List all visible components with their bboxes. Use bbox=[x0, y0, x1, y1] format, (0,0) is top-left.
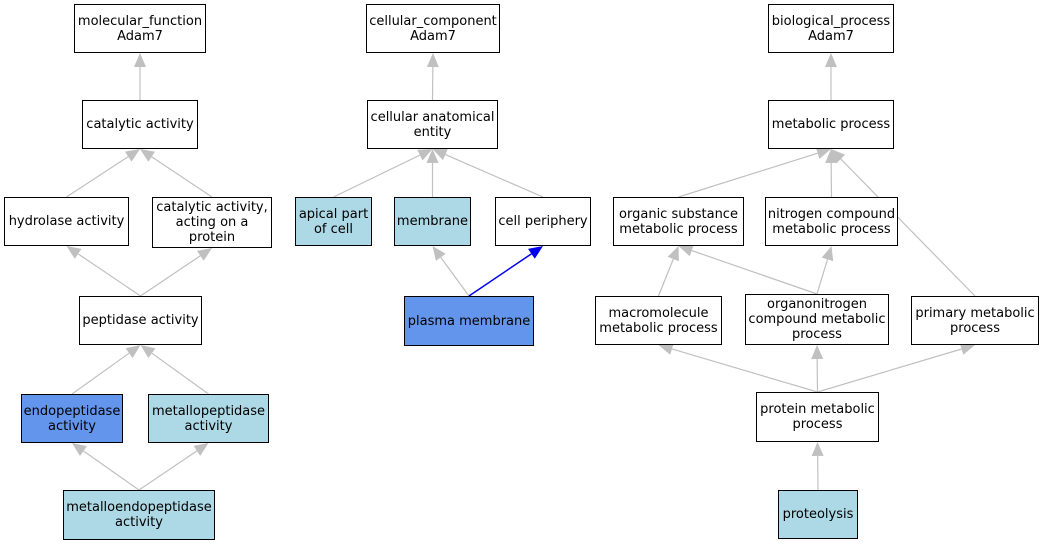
arrowhead-metalloendopeptidase-to-endopeptidase bbox=[72, 443, 87, 456]
node-proteolysis[interactable]: proteolysis bbox=[778, 490, 858, 539]
node-protein-metabolic-process[interactable]: protein metabolic process bbox=[756, 392, 879, 442]
arrowhead-proteolysis-to-protein_metabolic bbox=[811, 442, 824, 457]
edge-peptidase-to-hydrolase bbox=[77, 253, 141, 297]
arrowhead-metalloendopeptidase-to-metallopeptidase bbox=[193, 443, 209, 456]
arrowhead-catalytic-to-mf_root bbox=[134, 53, 146, 67]
node-organic-substance-metabolic-process[interactable]: organic substance metabolic process bbox=[613, 197, 744, 246]
node-catalytic-activity[interactable]: catalytic activity bbox=[82, 100, 198, 149]
arrowhead-catalytic_protein-to-catalytic bbox=[140, 149, 155, 162]
arrowhead-anatomical-to-cc_root bbox=[426, 53, 439, 68]
node-primary-metabolic-process[interactable]: primary metabolic process bbox=[911, 296, 1039, 345]
node-nitrogen-compound-metabolic-process[interactable]: nitrogen compound metabolic process bbox=[765, 197, 898, 246]
node-hydrolase-activity[interactable]: hydrolase activity bbox=[4, 197, 129, 246]
node-apical-part-of-cell[interactable]: apical part of cell bbox=[295, 197, 372, 246]
node-metabolic-process[interactable]: metabolic process bbox=[768, 100, 894, 149]
arrowhead-endopeptidase-to-peptidase bbox=[125, 345, 141, 359]
arrowhead-organic-to-metabolic bbox=[815, 147, 831, 159]
arrowhead-nitrogen-to-metabolic bbox=[825, 149, 838, 164]
node-cellular-anatomical-entity[interactable]: cellular anatomical entity bbox=[367, 100, 498, 149]
node-biological-process-root[interactable]: biological_process Adam7 bbox=[768, 4, 894, 53]
edge-organonitrogen-to-nitrogen bbox=[816, 259, 829, 295]
arrowhead-macromolecule-to-organic bbox=[667, 246, 679, 262]
edge-protein_metabolic-to-primary bbox=[817, 348, 962, 393]
edge-endopeptidase-to-peptidase bbox=[71, 352, 130, 395]
arrowhead-metabolic-to-bp_root bbox=[825, 53, 837, 67]
edge-macromolecule-to-organic bbox=[657, 258, 674, 297]
node-cell-periphery[interactable]: cell periphery bbox=[495, 197, 591, 246]
node-macromolecule-metabolic-process[interactable]: macromolecule metabolic process bbox=[595, 296, 722, 345]
arrowhead-metallopeptidase-to-peptidase bbox=[140, 345, 156, 359]
arrowhead-protein_metabolic-to-primary bbox=[959, 343, 975, 355]
node-cellular-component-root[interactable]: cellular_component Adam7 bbox=[366, 4, 500, 53]
arrowhead-membrane-to-anatomical bbox=[426, 149, 439, 163]
arrowhead-organonitrogen-to-organic bbox=[678, 244, 694, 257]
arrowhead-apical-to-anatomical bbox=[417, 149, 433, 161]
edge-periphery-to-anatomical bbox=[445, 154, 544, 198]
arrowhead-peptidase-to-catalytic_protein bbox=[197, 248, 212, 261]
edge-plasma-to-periphery bbox=[468, 253, 532, 297]
arrowhead-protein_metabolic-to-macromolecule bbox=[658, 343, 674, 355]
edge-plasma-to-membrane bbox=[440, 256, 470, 297]
edge-organic-to-metabolic bbox=[678, 152, 818, 198]
arrowhead-primary-to-metabolic bbox=[831, 149, 846, 164]
edge-metallopeptidase-to-peptidase bbox=[151, 352, 209, 395]
node-metallopeptidase-activity[interactable]: metallopeptidase activity bbox=[148, 394, 269, 443]
arrowhead-hydrolase-to-catalytic bbox=[124, 149, 140, 162]
arrowhead-peptidase-to-hydrolase bbox=[66, 246, 82, 259]
edge-peptidase-to-catalytic_protein bbox=[140, 255, 201, 297]
node-metalloendopeptidase-activity[interactable]: metalloendopeptidase activity bbox=[63, 490, 215, 540]
node-plasma-membrane[interactable]: plasma membrane bbox=[404, 296, 534, 346]
node-molecular-function-root[interactable]: molecular_function Adam7 bbox=[74, 4, 206, 53]
arrowhead-protein_metabolic-to-organonitrogen bbox=[811, 345, 824, 360]
arrowhead-periphery-to-anatomical bbox=[432, 149, 448, 161]
edge-hydrolase-to-catalytic bbox=[66, 156, 129, 198]
node-endopeptidase-activity[interactable]: endopeptidase activity bbox=[21, 394, 123, 443]
edge-protein_metabolic-to-macromolecule bbox=[671, 348, 818, 393]
node-membrane[interactable]: membrane bbox=[394, 197, 471, 246]
arrowhead-organonitrogen-to-nitrogen bbox=[821, 246, 834, 262]
arrowhead-plasma-to-membrane bbox=[432, 246, 446, 261]
node-catalytic-activity-acting-on-protein[interactable]: catalytic activity, acting on a protein bbox=[152, 197, 272, 248]
edge-organonitrogen-to-organic bbox=[691, 250, 818, 295]
edge-primary-to-metabolic bbox=[840, 158, 976, 297]
node-organonitrogen-compound-metabolic-process[interactable]: organonitrogen compound metabolic proces… bbox=[745, 294, 889, 345]
arrowhead-plasma-to-periphery bbox=[528, 246, 543, 259]
edge-metalloendopeptidase-to-endopeptidase bbox=[83, 450, 140, 491]
edge-metalloendopeptidase-to-metallopeptidase bbox=[138, 450, 198, 491]
edge-catalytic_protein-to-catalytic bbox=[151, 156, 213, 198]
node-peptidase-activity[interactable]: peptidase activity bbox=[79, 296, 202, 345]
edge-apical-to-anatomical bbox=[333, 154, 421, 198]
